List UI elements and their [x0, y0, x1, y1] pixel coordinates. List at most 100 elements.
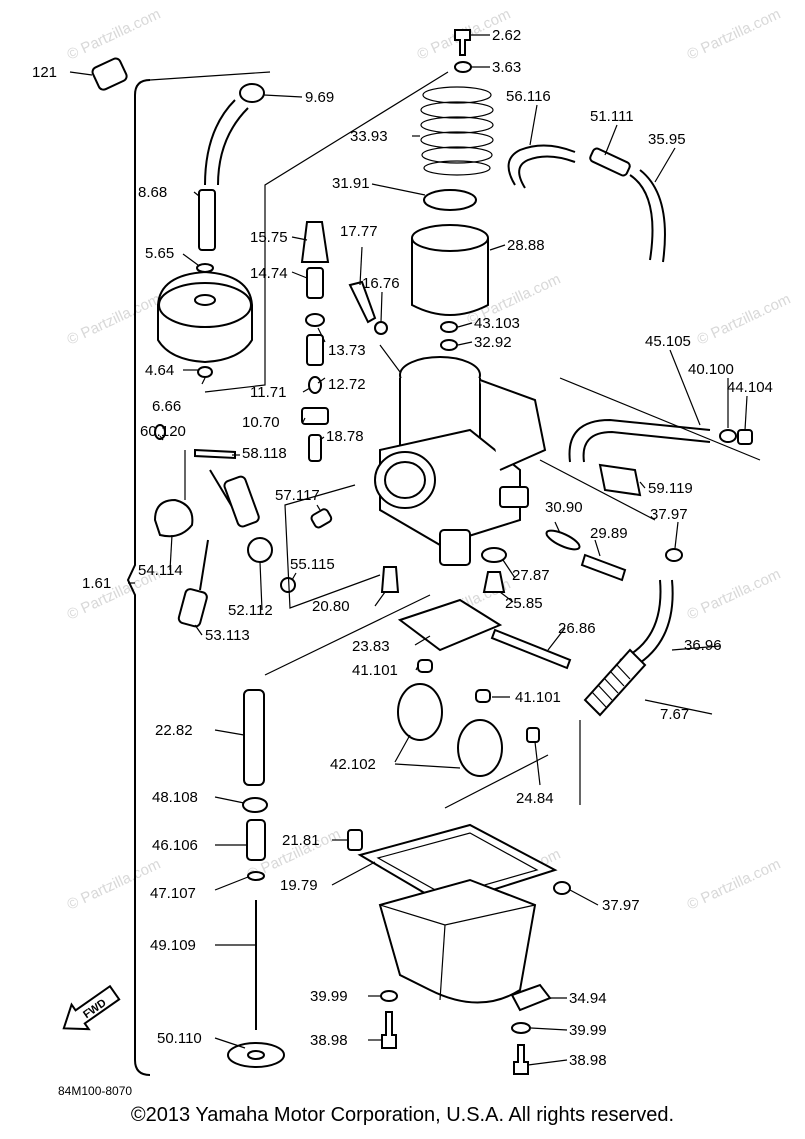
- callout-label: 8.68: [138, 184, 167, 201]
- callout-label: 34.94: [569, 990, 607, 1007]
- part-60-washer: [154, 424, 166, 440]
- callout-label: 6.66: [152, 398, 181, 415]
- callout-label: 28.88: [507, 237, 545, 254]
- part-22-pipe: [243, 689, 265, 786]
- part-8-fitting: [198, 189, 216, 251]
- part-36-hose: [619, 579, 662, 661]
- assembly-bracket: [126, 79, 151, 1076]
- callout-label: 36.96: [684, 637, 722, 654]
- part-55-oring: [280, 577, 296, 593]
- callout-label: 25.85: [505, 595, 543, 612]
- part-25-jet: [482, 571, 506, 593]
- part-23-float-arm: [397, 598, 503, 652]
- callout-label: 56.116: [506, 88, 551, 105]
- part-33-spring: [420, 86, 494, 176]
- part-37-clip-b: [553, 881, 571, 895]
- part-54-bracket: [153, 498, 194, 538]
- callout-label: 121: [32, 64, 57, 81]
- callout-label: 38.98: [569, 1052, 607, 1069]
- part-float-bowl: [378, 878, 537, 1004]
- callout-label: 26.86: [558, 620, 596, 637]
- watermark: © Partzilla.com: [65, 6, 164, 64]
- part-32-clip: [440, 339, 458, 351]
- callout-label: 9.69: [305, 89, 334, 106]
- part-35-hose-inner: [639, 169, 666, 263]
- callout-label: 10.70: [242, 414, 280, 431]
- callout-label: 22.82: [155, 722, 193, 739]
- part-41-cap-b: [475, 689, 491, 703]
- part-11-spring: [308, 376, 322, 394]
- watermark: © Partzilla.com: [65, 291, 164, 349]
- callout-label: 57.117: [275, 487, 320, 504]
- part-13-washer: [305, 313, 325, 327]
- callout-label: 46.106: [152, 837, 198, 854]
- fwd-arrow: FWD: [62, 984, 121, 1031]
- callout-label: 50.110: [157, 1030, 202, 1047]
- assembly-lines: [149, 71, 761, 809]
- part-42-floats: [397, 683, 503, 777]
- callout-label: 7.67: [660, 706, 689, 723]
- diagram-code: 84M100-8070: [58, 1084, 133, 1098]
- copyright-notice: ©2013 Yamaha Motor Corporation, U.S.A. A…: [130, 1104, 675, 1126]
- callout-labels: 2.62 3.63 121 9.69 56.116 51.111 35.95 3…: [32, 27, 773, 1069]
- callout-label: 18.78: [326, 428, 364, 445]
- part-41-cap-a: [417, 659, 433, 673]
- callout-label: 16.76: [362, 275, 400, 292]
- part-16-spring: [374, 321, 388, 335]
- callout-label: 47.107: [150, 885, 196, 902]
- part-45-hose-inner: [582, 430, 711, 463]
- callout-label: 32.92: [474, 334, 512, 351]
- part-50-washer-hole: [247, 1050, 265, 1060]
- callout-label: 54.114: [138, 562, 183, 579]
- part-24-screw: [526, 727, 540, 743]
- part-vent-tube-inner: [217, 107, 249, 186]
- callout-label: 59.119: [648, 480, 693, 497]
- part-27-washer: [481, 547, 507, 563]
- part-choke-plunger: [177, 469, 273, 628]
- part-30-spring: [545, 529, 581, 551]
- part-6-washer: [197, 366, 213, 378]
- part-40-clip: [719, 429, 737, 443]
- callout-label: 41.101: [352, 662, 398, 679]
- part-37-clip-a: [665, 548, 683, 562]
- callout-label: 4.64: [145, 362, 174, 379]
- callout-label: 55.115: [290, 556, 335, 573]
- callout-label: 19.79: [280, 877, 318, 894]
- callout-label: 12.72: [328, 376, 366, 393]
- callout-label: 13.73: [328, 342, 366, 359]
- part-39-washer-a: [380, 990, 398, 1002]
- callout-label: 51.111: [590, 108, 634, 125]
- callout-label: 29.89: [590, 525, 628, 542]
- part-46-jet: [246, 819, 266, 861]
- callout-label: 39.99: [569, 1022, 607, 1039]
- watermark: © Partzilla.com: [65, 856, 164, 914]
- callout-label: 48.108: [152, 789, 198, 806]
- callout-label: 3.63: [492, 59, 521, 76]
- callout-label: 37.97: [602, 897, 640, 914]
- callout-label: 2.62: [492, 27, 521, 44]
- callout-label: 40.100: [688, 361, 734, 378]
- part-45-hose: [568, 418, 711, 463]
- part-15-needle-jet: [300, 221, 330, 263]
- part-14-jet: [306, 267, 324, 299]
- callout-label: 23.83: [352, 638, 390, 655]
- part-10-plate: [301, 407, 329, 425]
- parts-layer: [91, 29, 753, 1075]
- part-39-washer-b: [511, 1022, 531, 1034]
- callout-label: 11.71: [250, 384, 286, 401]
- part-4-cap: [157, 270, 253, 364]
- callout-label: 38.98: [310, 1032, 348, 1049]
- callout-label: 49.109: [150, 937, 196, 954]
- part-21-screw: [347, 829, 363, 851]
- part-57-plug: [310, 508, 333, 529]
- part-18-plug: [308, 434, 322, 462]
- part-7-boot: [583, 648, 647, 717]
- part-56-hose-inner: [518, 155, 576, 189]
- callout-label: 5.65: [145, 245, 174, 262]
- part-58-screw: [194, 448, 236, 460]
- callout-label: 53.113: [205, 627, 250, 644]
- part-29-screw: [580, 553, 627, 582]
- watermark: © Partzilla.com: [685, 566, 784, 624]
- callout-label: 30.90: [545, 499, 583, 516]
- part-20-jet: [380, 566, 400, 593]
